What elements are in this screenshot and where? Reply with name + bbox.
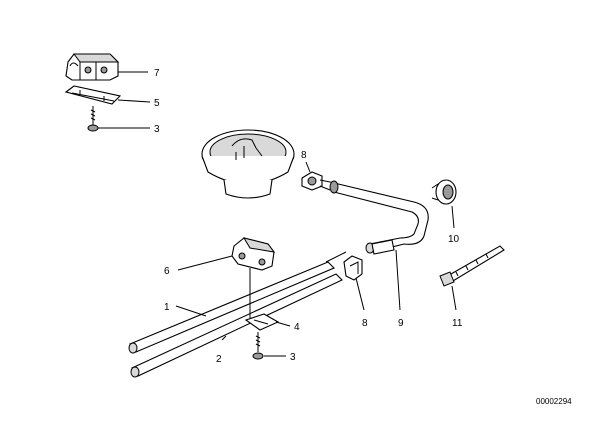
callout-1: 1 [164,302,170,313]
callout-5: 5 [154,98,160,109]
part-9-hose-assembly [319,179,429,255]
part-8-clamp-top [301,171,323,191]
part-8-clamp-bottom [343,255,363,281]
callout-4: 4 [294,322,300,333]
part-3-screw-bottom [252,332,264,360]
part-10-grommet [431,179,457,205]
callout-9: 9 [398,318,404,329]
callout-labels: 7 5 3 8 10 6 1 4 2 3 8 9 11 [154,68,463,365]
rod-link [325,251,347,263]
callout-7-top: 7 [154,68,160,79]
callout-8-top: 8 [301,150,307,161]
callout-6: 6 [164,266,170,277]
part-11-cable-tie [439,245,505,287]
callout-8-bottom: 8 [362,318,368,329]
callout-10: 10 [448,234,460,245]
part-7-clip-top [65,53,120,81]
part-5-bracket-plate [64,85,122,105]
part-2-rod [130,273,343,378]
callout-2: 2 [216,354,222,365]
callout-11: 11 [452,318,463,329]
part-4-bracket [244,313,280,331]
drawing-number: 00002294 [536,397,572,406]
leader-lines [98,71,457,357]
callout-3-bottom: 3 [290,352,296,363]
part-3-screw-top [87,106,99,132]
housing-reservoir [201,129,295,199]
part-6-clip-block [231,237,276,271]
callout-3-top: 3 [154,124,160,135]
part-1-rod [128,261,335,354]
